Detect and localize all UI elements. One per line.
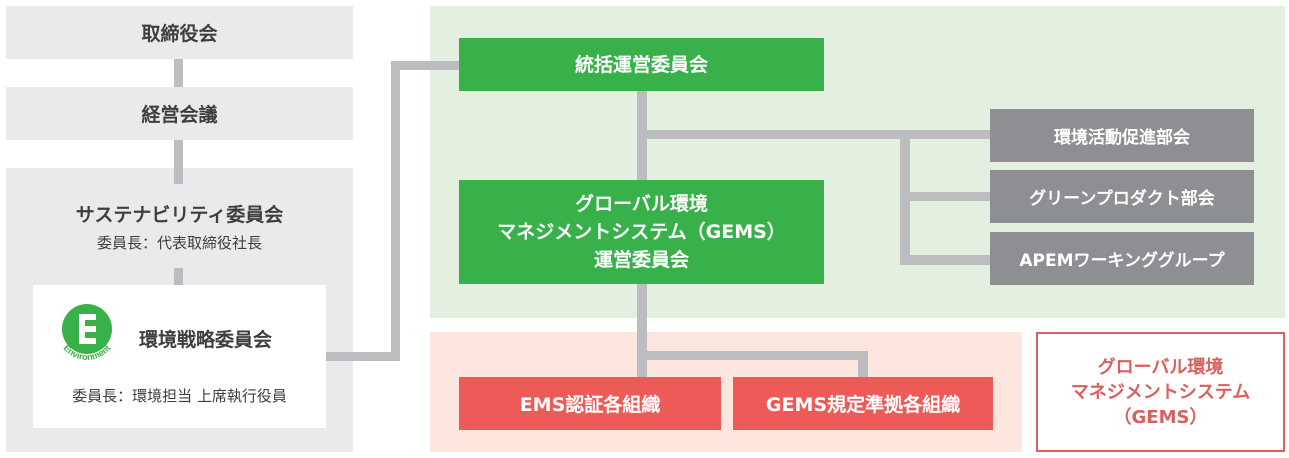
connector-sustainability-env [174, 268, 183, 285]
organization-box: EMS認証各組織 [459, 377, 721, 430]
board-label: 取締役会 [141, 23, 218, 45]
connector-to-subcommittees-h [647, 130, 990, 139]
sustainability-committee-label: サステナビリティ委員会 [75, 204, 284, 226]
sustainability-committee-chair: 委員長：代表取締役社長 [96, 234, 262, 252]
env-strategy-committee-box: Environment 環境戦略委員会 委員長：環境担当 上席執行役員 [33, 285, 326, 428]
connector-oversight-gems [637, 91, 647, 180]
connector-env-to-oversight-h2 [391, 61, 459, 70]
organization-label: EMS認証各組織 [519, 394, 661, 416]
organization-label: GEMS規定準拠各組織 [765, 394, 961, 416]
board-of-directors-box: 取締役会 [6, 6, 353, 59]
connector-subcommittee-2 [910, 192, 990, 201]
connector-env-to-oversight-v [391, 61, 400, 361]
connector-gems-orgs-v [637, 284, 647, 377]
env-strategy-committee-label: 環境戦略委員会 [139, 329, 273, 351]
subcommittee-box: 環境活動促進部会 [990, 109, 1254, 162]
gems-steering-committee-box: グローバル環境 マネジメントシステム（GEMS） 運営委員会 [459, 180, 824, 284]
legend-line-2: マネジメントシステム [1070, 381, 1251, 403]
management-meeting-label: 経営会議 [141, 104, 218, 126]
oversight-committee-label: 統括運営委員会 [574, 53, 708, 76]
legend-line-1: グローバル環境 [1097, 356, 1224, 378]
gems-legend-box: グローバル環境 マネジメントシステム （GEMS） [1036, 332, 1285, 452]
connector-org-2 [858, 351, 868, 377]
organization-box: GEMS規定準拠各組織 [733, 377, 993, 430]
connector-gems-orgs-h [647, 351, 868, 360]
subcommittee-label: 環境活動促進部会 [1054, 128, 1190, 148]
oversight-committee-box: 統括運営委員会 [459, 38, 824, 91]
gems-committee-line-3: 運営委員会 [593, 249, 689, 271]
subcommittee-label: APEMワーキンググループ [1019, 251, 1225, 271]
subcommittee-label: グリーンプロダクト部会 [1029, 189, 1215, 209]
management-meeting-box: 経営会議 [6, 87, 353, 140]
connector-management-sustainability [174, 140, 183, 184]
subcommittee-box: グリーンプロダクト部会 [990, 170, 1254, 223]
connector-env-to-oversight-h1 [326, 352, 400, 361]
env-strategy-committee-chair: 委員長：環境担当 上席執行役員 [72, 387, 287, 405]
gems-committee-line-2: マネジメントシステム（GEMS） [497, 221, 786, 243]
gems-committee-line-1: グローバル環境 [575, 193, 708, 215]
subcommittee-box: APEMワーキンググループ [990, 232, 1254, 285]
connector-board-management [174, 59, 183, 87]
legend-line-3: （GEMS） [1113, 406, 1208, 428]
connector-subcommittee-3 [910, 255, 990, 265]
connector-subcommittees-v [900, 130, 910, 265]
environment-logo-icon: Environment [62, 304, 112, 362]
